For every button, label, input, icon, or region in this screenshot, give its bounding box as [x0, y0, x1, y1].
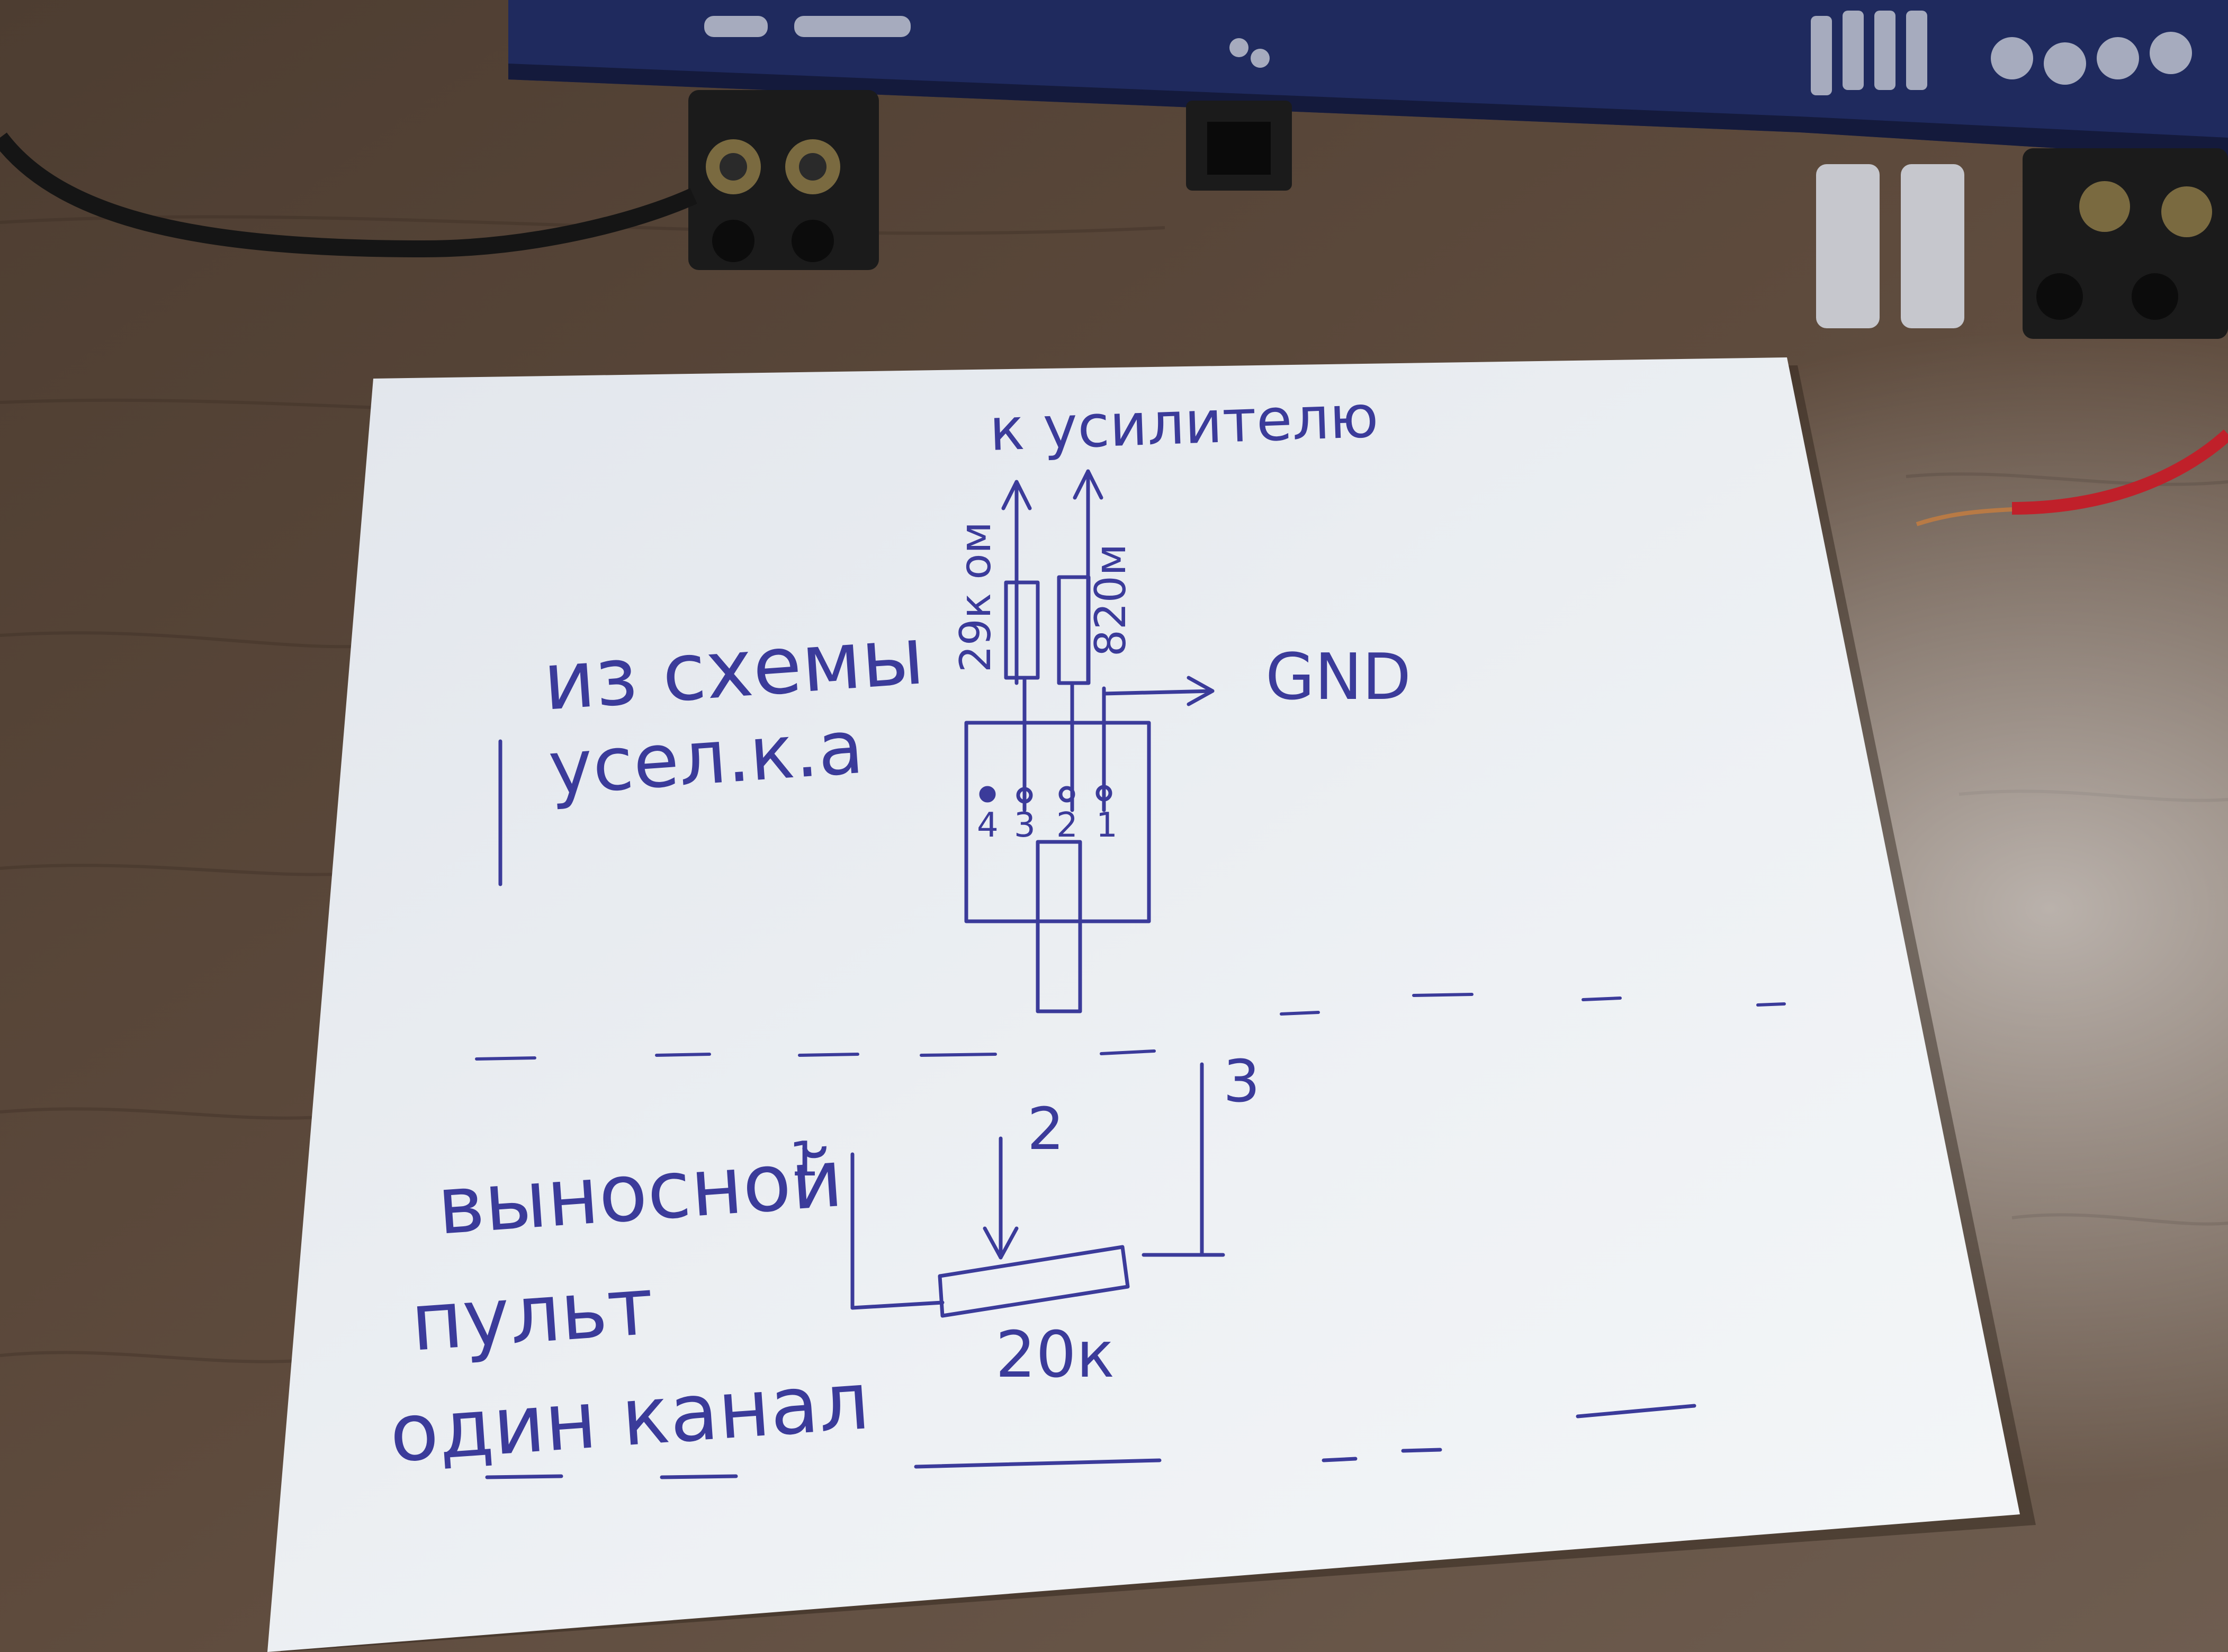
- pin-label-2: 2: [1056, 806, 1078, 845]
- pot-label-3: 3: [1223, 1047, 1260, 1115]
- pin-1-dot: [1095, 785, 1112, 802]
- pin-label-3: 3: [1014, 806, 1036, 845]
- resistor-29k: [1004, 580, 1040, 680]
- note-resistor-29k: 29к ом: [951, 522, 1000, 672]
- note-pot-value: 20к: [995, 1318, 1115, 1392]
- terminal-block-left: [688, 90, 879, 270]
- pin-3-dot: [1016, 787, 1033, 804]
- schematic-drawing: [475, 469, 1786, 1479]
- note-to-amplifier: к усилителю: [988, 382, 1379, 464]
- cut-line: [475, 993, 1786, 1061]
- note-resistor-82: 820м: [1086, 544, 1135, 657]
- paper-sheet: [267, 357, 2020, 1652]
- red-wire: [2011, 429, 2228, 515]
- led-lenses: [1816, 164, 1964, 328]
- pin-label-4: 4: [977, 806, 999, 845]
- gnd-wire: [1102, 689, 1215, 696]
- copper-strands: [1916, 507, 2013, 526]
- potentiometer-body: [938, 1245, 1130, 1318]
- pin-label-1: 1: [1096, 806, 1118, 845]
- connector-outline: [964, 721, 1151, 923]
- note-remote-line2: пульт: [408, 1260, 657, 1369]
- pot-label-1: 1: [789, 1132, 819, 1187]
- pot-label-2: 2: [1027, 1095, 1064, 1163]
- black-cable: [0, 132, 697, 258]
- connector-tab: [1036, 840, 1082, 1013]
- pin-4-dot: [979, 786, 996, 803]
- note-gnd: GND: [1265, 641, 1411, 714]
- amplifier-board: [508, 0, 2228, 159]
- pin-2-dot: [1058, 786, 1075, 803]
- rj-connector: [1186, 101, 1292, 191]
- terminal-block-right: [2023, 148, 2228, 339]
